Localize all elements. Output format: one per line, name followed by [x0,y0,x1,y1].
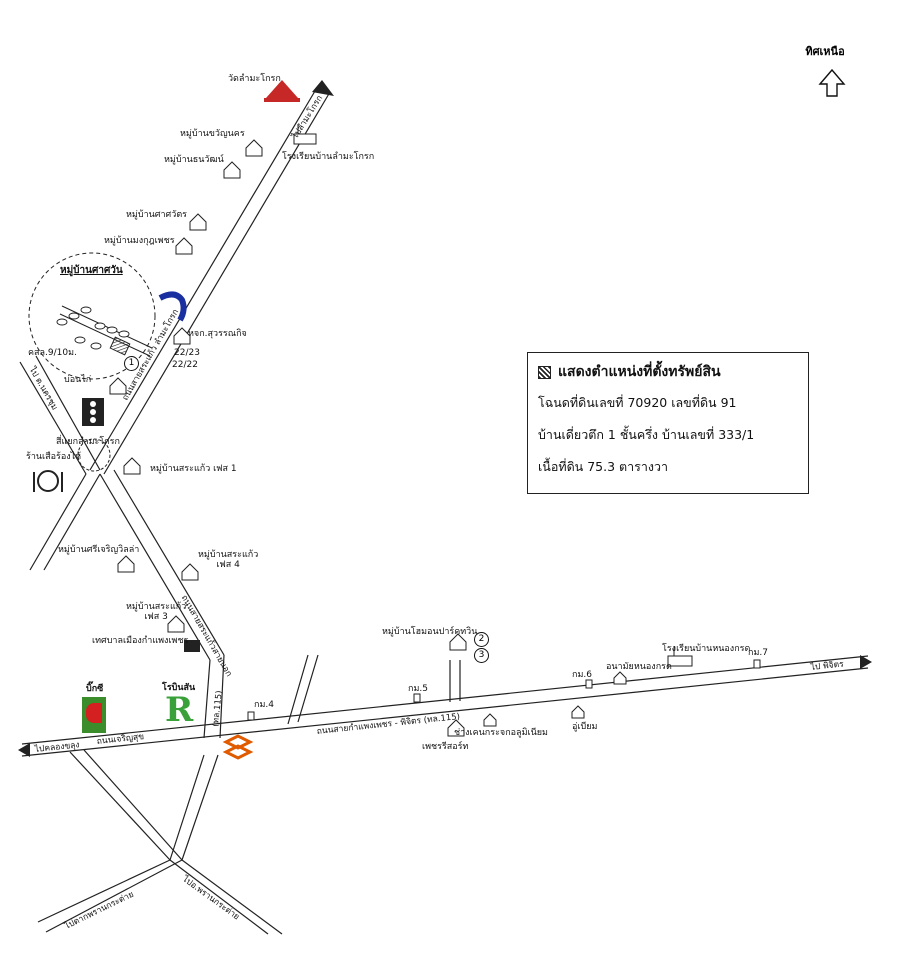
label-school-lammakrok: โรงเรียนบ้านลำมะโกรก [282,152,375,162]
label-pond: บ่อนไก่ [64,375,92,385]
marker-2: 2 [474,632,489,647]
property-info-box: แสดงตำแหน่งที่ตั้งทรัพย์สิน โฉนดที่ดินเล… [527,352,809,494]
label-intersection: สี่แยกลำมะโกรก [56,437,120,447]
label-vill-srakaew3: หมู่บ้านสระแก้ว เฟส 3 [126,602,187,623]
traffic-light-icon [82,398,104,426]
label-health-center: อนามัยหนองกรด [606,662,672,672]
property-plot [109,336,131,356]
label-municipality: เทศบาลเมืองกำแพงเพชร [92,636,189,646]
label-glass-shop: ช่างเคนกระจกอลูมิเนียม [454,728,548,738]
label-vill-thanawat: หมู่บ้านธนวัฒน์ [164,155,224,165]
road-arrow-top [312,80,334,96]
intersection-circle [77,438,111,472]
label-vill-srakaew1: หมู่บ้านสระแก้ว เฟส 1 [150,464,237,474]
marker-1: 1 [124,356,139,371]
north-label: ทิศเหนือ [805,45,845,58]
municipality-icon [184,640,200,652]
hatch-swatch-icon [538,365,551,379]
label-vill-kwan: หมู่บ้านขวัญนคร [180,129,245,139]
label-company: หจก.สุวรรณกิจ [188,329,247,339]
label-gas-station: อู่เบียม [572,722,598,732]
info-title: แสดงตำแหน่งที่ตั้งทรัพย์สิน [558,364,721,380]
label-petch-resort: เพชรรีสอร์ท [422,742,469,752]
label-school-nongkot: โรงเรียนบ้านหนองกรด [662,644,751,654]
info-title-row: แสดงตำแหน่งที่ตั้งทรัพย์สิน [538,361,798,383]
label-bigc: บิ๊กซี [86,684,104,694]
road-nakhonchum [19,355,101,475]
robinson-logo-icon: R [165,690,194,730]
label-22-22: 22/22 [172,360,198,370]
label-vill-sricharoen: หมู่บ้านศรีเจริญวิลล่า [58,545,140,555]
label-km7: กม.7 [748,648,768,658]
label-target-village: หมู่บ้านศาศวัน [60,265,123,276]
label-22-23: 22/23 [174,348,200,358]
label-robinson: โรบินสัน [162,683,196,693]
road-south-west [29,473,101,571]
school-icons [293,124,693,667]
house-icons [109,139,627,737]
village-houses [56,306,130,350]
label-restaurant: ร้านเสือร้องไห้ [26,452,82,462]
info-line-1: โฉนดที่ดินเลขที่ 70920 เลขที่ดิน 91 [538,395,737,410]
label-soi: คสล.9/10ม. [28,348,77,358]
km-posts [247,659,761,721]
road-115 [21,655,869,757]
temple-icon [264,80,300,102]
arrow-right [860,655,872,669]
marker-3: 3 [474,648,489,663]
road-homeland [449,660,461,702]
label-vill-srakaew4: หมู่บ้านสระแก้ว เฟส 4 [198,550,259,571]
info-line-2: บ้านเดี่ยวตึก 1 ชั้นครึ่ง บ้านเลขที่ 333… [538,427,755,442]
bigc-logo-icon [82,697,106,733]
gas-station-icon [222,734,254,760]
north-arrow-icon [818,68,846,97]
label-vill-mongkut: หมู่บ้านมงกุฎเพชร [104,236,175,246]
road-south [37,749,283,935]
road-north-small [287,654,319,725]
target-village-circle [28,252,156,380]
canal [158,291,187,322]
label-km5: กม.5 [408,684,428,694]
label-km4: กม.4 [254,700,274,710]
label-temple: วัดลำมะโกรก [228,74,281,84]
info-line-3: เนื้อที่ดิน 75.3 ตารางวา [538,459,669,474]
label-vill-sasawat: หมู่บ้านศาศวัตร [126,210,187,220]
label-km6: กม.6 [572,670,592,680]
road-lammakrok [89,85,331,475]
label-vill-homeland: หมู่บ้านโฮมอนปาร์คทวิน [382,627,478,637]
restaurant-icon [33,470,63,492]
arrow-left [18,743,30,757]
north-indicator: ทิศเหนือ [795,42,855,60]
